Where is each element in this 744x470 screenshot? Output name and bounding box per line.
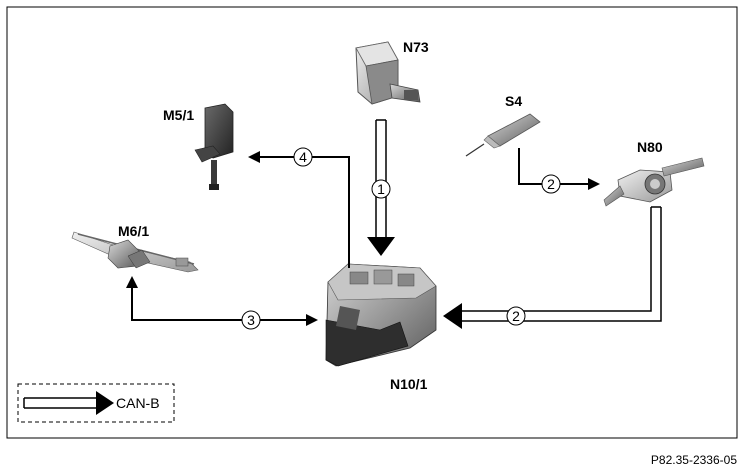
- connection-marker-3: 3: [241, 310, 261, 330]
- connection-number-3: 3: [247, 312, 255, 328]
- legend-box: CAN-B: [17, 383, 175, 423]
- connection-number-2b: 2: [512, 308, 520, 324]
- connection-number-2a: 2: [547, 176, 555, 192]
- line-arrow-s4-n80: [518, 148, 600, 190]
- m6-1-wiper-linkage-image: [71, 231, 199, 273]
- s4-label: S4: [505, 93, 522, 109]
- can-b-arrow-1: [367, 119, 395, 256]
- legend-can-b-arrow: [23, 391, 114, 415]
- connection-number-4: 4: [299, 149, 307, 165]
- m5-1-label: M5/1: [163, 107, 194, 123]
- s4-lever-image: [465, 113, 541, 157]
- connection-marker-4: 4: [293, 147, 313, 167]
- figure-reference: P82.35-2336-05: [651, 453, 737, 467]
- connection-marker-1: 1: [371, 179, 391, 199]
- n80-label: N80: [637, 139, 663, 155]
- legend-can-b-label: CAN-B: [116, 395, 160, 411]
- connection-marker-2b: 2: [506, 306, 526, 326]
- n73-label: N73: [403, 39, 429, 55]
- n10-1-control-unit-image: [325, 263, 437, 367]
- n10-1-label: N10/1: [390, 376, 428, 392]
- m5-1-washer-pump-image: [194, 103, 234, 190]
- connection-number-1: 1: [377, 181, 385, 197]
- m6-1-label: M6/1: [118, 223, 149, 239]
- connection-marker-2a: 2: [541, 174, 561, 194]
- n73-ignition-switch-image: [355, 41, 421, 105]
- can-b-arrow-2: [443, 206, 662, 329]
- n80-steering-module-image: [603, 157, 705, 207]
- line-arrow-m5-1: [248, 151, 350, 268]
